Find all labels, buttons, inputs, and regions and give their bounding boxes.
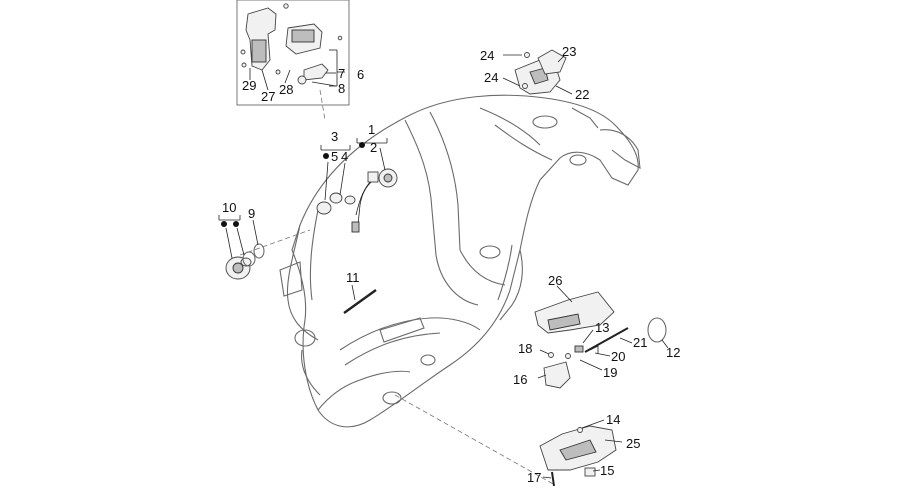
rod-part: [343, 284, 377, 314]
callout-8: 8: [338, 81, 345, 96]
callout-3: 3: [331, 129, 338, 144]
callout-7: 7: [338, 66, 345, 81]
battery-cover: [534, 285, 615, 334]
bottom-tray: [539, 419, 623, 487]
callout-24b: 24: [484, 70, 498, 85]
callout-28: 28: [279, 82, 293, 97]
callout-18: 18: [518, 341, 532, 356]
callout-23: 23: [562, 44, 576, 59]
callout-27: 27: [261, 89, 275, 104]
callout-2: 2: [370, 140, 377, 155]
callout-4: 4: [341, 149, 348, 164]
callout-labels: 1 2 3 5 4 6 7 8 27 28 29 10 9 11 24 24 2…: [222, 44, 680, 485]
callout-9: 9: [248, 206, 255, 221]
callout-5: 5: [331, 149, 338, 164]
callout-24a: 24: [480, 48, 494, 63]
callout-20: 20: [611, 349, 625, 364]
callout-26: 26: [548, 273, 562, 288]
callout-15: 15: [600, 463, 614, 478]
callout-12: 12: [666, 345, 680, 360]
callout-25: 25: [626, 436, 640, 451]
latch-group: [537, 317, 669, 389]
inset-box: [236, 0, 350, 106]
callout-19: 19: [603, 365, 617, 380]
scooter-frame: [239, 89, 641, 486]
callout-21: 21: [633, 335, 647, 350]
callout-11: 11: [346, 270, 360, 285]
callout-29: 29: [242, 78, 256, 93]
callout-16: 16: [513, 372, 527, 387]
callout-22: 22: [575, 87, 589, 102]
callout-1: 1: [368, 122, 375, 137]
callout-17: 17: [527, 470, 541, 485]
callout-14: 14: [606, 412, 620, 427]
callout-13: 13: [595, 320, 609, 335]
callout-10: 10: [222, 200, 236, 215]
horn-group: [218, 215, 265, 280]
callout-6: 6: [357, 67, 364, 82]
rear-bracket: [502, 49, 573, 95]
wiring-group: [316, 138, 398, 233]
